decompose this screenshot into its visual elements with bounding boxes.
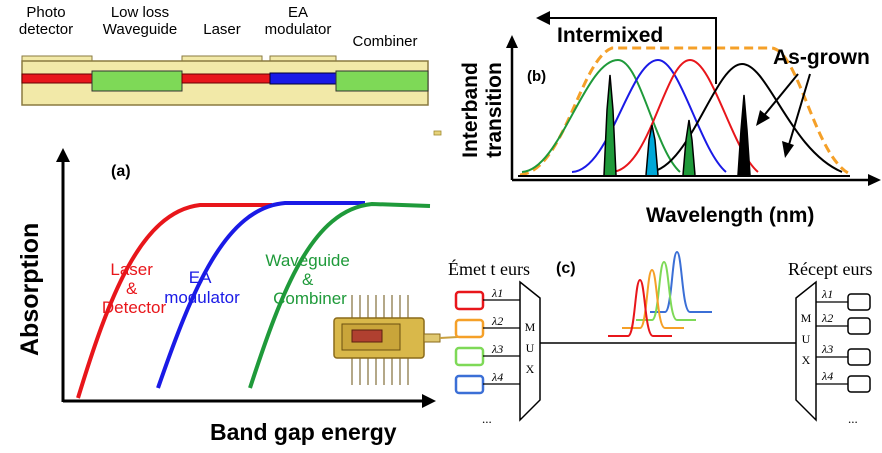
panel-a-ylabel: Absorption	[16, 223, 44, 356]
mux-left	[519, 280, 541, 422]
mux-right-m: M	[801, 311, 812, 325]
asgrown-arrow-2	[787, 73, 811, 149]
panel-c: (c) Émet t eurs Récept eurs λ1 λ2 λ3 λ4 …	[448, 250, 872, 426]
asgrown-arrowhead-1	[756, 110, 770, 126]
panel-a-xlabel: Band gap energy	[210, 419, 397, 445]
axis-x-a-arrow	[422, 394, 436, 408]
laser-line-4	[737, 94, 751, 176]
label-wg-line3: Combiner	[273, 289, 347, 308]
label-combiner: Combiner	[352, 33, 417, 50]
mux-left-m: M	[525, 320, 536, 334]
wdm-spectra	[608, 250, 712, 337]
mux-right	[795, 280, 817, 422]
mux-right-x: X	[802, 353, 811, 367]
label-ea-curve: EA modulator	[164, 268, 240, 307]
curve-ea-modulator	[156, 201, 365, 389]
label-ea-line1: EA	[288, 4, 308, 21]
lambda-emit-1: λ1	[491, 286, 503, 300]
axis-y-b-arrow	[506, 35, 518, 48]
emitter-green	[454, 346, 485, 367]
layer-combiner	[335, 70, 429, 92]
spectrum-blue	[571, 58, 727, 173]
ellipsis-emit: ...	[482, 411, 492, 426]
laser-line-1	[603, 74, 617, 176]
receiver-1	[847, 293, 871, 311]
axis-y-a-arrow	[56, 148, 70, 162]
label-photodetector-line2: detector	[19, 21, 73, 38]
chip-package-image	[333, 295, 459, 385]
label-waveguide-line2: Waveguide	[103, 21, 178, 38]
receiver-2	[847, 317, 871, 335]
asgrown-arrow-1	[761, 73, 799, 119]
lambda-recv-4: λ4	[821, 369, 833, 383]
label-laser-detector: Laser & Detector	[102, 260, 167, 317]
panel-b: (b) Interband transition Wavelength (nm)…	[459, 11, 881, 227]
laser-line-2	[645, 124, 659, 176]
emitter-blue	[454, 374, 485, 395]
label-waveguide-line1: Low loss	[111, 4, 169, 21]
curve-waveguide-combiner	[248, 201, 431, 389]
label-ea-curve-line2: modulator	[164, 288, 240, 307]
layer-ea	[269, 72, 337, 85]
panel-b-xlabel: Wavelength (nm)	[646, 204, 814, 227]
emitter-orange	[454, 318, 485, 339]
mux-right-u: U	[802, 332, 811, 346]
label-as-grown: As-grown	[773, 46, 870, 69]
label-laser: Laser	[203, 21, 241, 38]
layer-waveguide	[91, 70, 183, 92]
intermixed-arrow	[548, 17, 717, 84]
label-emitters: Émet t eurs	[448, 258, 530, 279]
receiver-4	[847, 375, 871, 393]
lambda-emit-2: λ2	[491, 314, 503, 328]
layer-photodetector	[21, 73, 93, 84]
lambda-recv-1: λ1	[821, 287, 833, 301]
label-wg-line1: Waveguide	[265, 251, 349, 270]
panel-c-tag: (c)	[556, 260, 576, 277]
label-ea-curve-line1: EA	[189, 268, 212, 287]
ellipsis-recv: ...	[848, 411, 858, 426]
panel-b-ylabel-line1: Interband	[459, 62, 482, 158]
spectrum-red	[611, 58, 759, 173]
emitter-red	[454, 290, 485, 311]
label-intermixed: Intermixed	[557, 24, 663, 47]
lambda-recv-2: λ2	[821, 311, 833, 325]
wdm-peak-red	[608, 278, 672, 337]
lambda-emit-3: λ3	[491, 342, 503, 356]
label-laser-line2: &	[126, 279, 138, 298]
mux-left-u: U	[526, 341, 535, 355]
label-wg-curve: Waveguide & Combiner	[265, 251, 354, 308]
receiver-3	[847, 348, 871, 366]
label-wg-line2: &	[302, 270, 314, 289]
curve-laser-detector	[76, 203, 272, 399]
panel-a: (a) Absorption Band gap energy Laser & D…	[16, 130, 459, 445]
label-laser-line3: Detector	[102, 298, 167, 317]
spectrum-black-asgrown	[649, 62, 843, 173]
wdm-peak-green	[636, 260, 696, 321]
wdm-peak-orange	[622, 268, 684, 329]
spectrum-green	[521, 58, 681, 173]
label-ea-line2: modulator	[265, 21, 332, 38]
mux-left-x: X	[526, 362, 535, 376]
label-receivers: Récept eurs	[788, 259, 872, 279]
panel-a-tag: (a)	[111, 163, 131, 180]
layer-laser	[181, 73, 271, 84]
small-marker	[433, 130, 442, 136]
panel-b-tag: (b)	[527, 68, 546, 85]
panel-b-ylabel-line2: transition	[483, 62, 506, 158]
lambda-emit-4: λ4	[491, 370, 503, 384]
lambda-recv-3: λ3	[821, 342, 833, 356]
label-laser-line1: Laser	[110, 260, 153, 279]
label-photodetector-line1: Photo	[26, 4, 65, 21]
wdm-peak-blue	[650, 250, 712, 313]
axis-x-b-arrow	[868, 174, 881, 186]
intermixed-arrowhead	[536, 11, 550, 25]
laser-line-3	[682, 119, 696, 176]
asgrown-arrowhead-2	[782, 141, 794, 158]
